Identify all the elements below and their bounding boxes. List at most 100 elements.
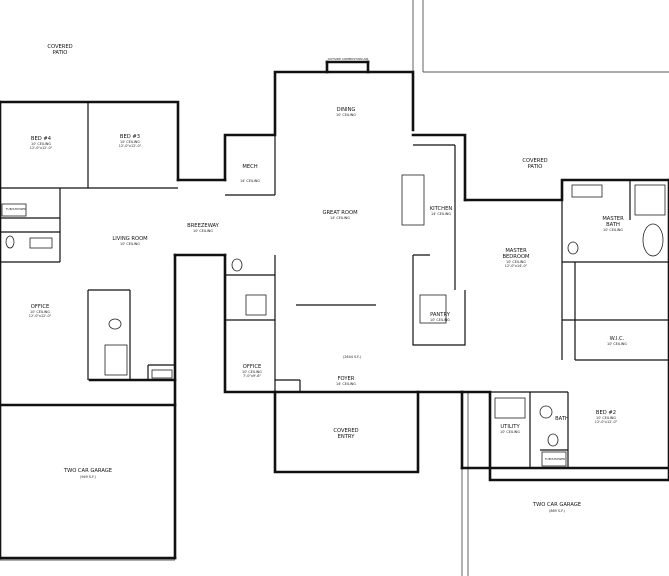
pantry-shelf xyxy=(419,294,447,324)
svg-text:COVERED: COVERED xyxy=(333,428,358,434)
vanity-left xyxy=(29,237,53,249)
svg-text:10' CEILING: 10' CEILING xyxy=(336,113,356,117)
toilet-center xyxy=(231,258,243,272)
svg-text:10' CEILING: 10' CEILING xyxy=(120,140,140,144)
great-room-label: GREAT ROOM 14' CEILING xyxy=(322,210,357,220)
svg-text:OFFICE: OFFICE xyxy=(31,304,49,310)
svg-text:BREEZEWAY: BREEZEWAY xyxy=(187,223,220,229)
svg-text:BED #4: BED #4 xyxy=(31,136,52,142)
svg-text:14' CEILING: 14' CEILING xyxy=(336,382,356,386)
outside-combustion-air-label: OUTSIDE COMBUSTION AIR xyxy=(328,57,369,61)
master-bath-label: MASTER BATH 10' CEILING xyxy=(602,216,624,232)
master-shower xyxy=(634,184,666,216)
tub-shower-left-label: TUB/SHOWER xyxy=(5,207,27,211)
svg-text:PATIO: PATIO xyxy=(528,164,543,170)
svg-text:MASTER: MASTER xyxy=(602,216,624,222)
svg-text:OUTSIDE COMBUSTION AIR: OUTSIDE COMBUSTION AIR xyxy=(328,57,369,61)
covered-patio-left-label: COVERED PATIO xyxy=(47,44,72,56)
svg-text:10' CEILING: 10' CEILING xyxy=(30,310,50,314)
pantry-label: PANTRY 10' CEILING xyxy=(430,312,451,322)
covered-patio-right-label: COVERED PATIO xyxy=(522,158,547,170)
svg-text:10' CEILING: 10' CEILING xyxy=(500,430,520,434)
svg-text:GREAT ROOM: GREAT ROOM xyxy=(322,210,357,216)
svg-text:MECH: MECH xyxy=(242,164,257,170)
svg-text:W.I.C.: W.I.C. xyxy=(610,336,625,342)
bath-label: BATH xyxy=(555,416,569,422)
svg-text:BEDROOM: BEDROOM xyxy=(502,254,529,260)
svg-text:PANTRY: PANTRY xyxy=(430,312,451,318)
svg-text:ENTRY: ENTRY xyxy=(338,434,356,440)
svg-text:12'-0"x14'-0": 12'-0"x14'-0" xyxy=(505,264,528,268)
svg-text:14' CEILING: 14' CEILING xyxy=(240,179,260,183)
svg-text:UTILITY: UTILITY xyxy=(500,424,520,430)
svg-text:BATH: BATH xyxy=(555,416,569,422)
fixtures xyxy=(1,174,666,467)
svg-text:BED #2: BED #2 xyxy=(596,410,616,416)
svg-text:PATIO: PATIO xyxy=(53,50,68,56)
interior-walls xyxy=(0,102,669,468)
area-note: (2644 S.F.) xyxy=(343,355,362,359)
svg-text:TUB/SHOWER: TUB/SHOWER xyxy=(5,207,27,211)
kitchen-island xyxy=(401,174,425,226)
svg-text:BED #3: BED #3 xyxy=(120,134,140,140)
svg-text:14' CEILING: 14' CEILING xyxy=(431,212,451,216)
svg-text:TWO CAR GARAGE: TWO CAR GARAGE xyxy=(63,468,112,474)
garage-right-label: TWO CAR GARAGE (869 S.F.) xyxy=(532,502,581,513)
mech-label: MECH 14' CEILING xyxy=(240,164,260,183)
toilet-left xyxy=(5,235,15,249)
svg-text:12'-0"x12'-0": 12'-0"x12'-0" xyxy=(30,146,53,150)
svg-text:COVERED: COVERED xyxy=(47,44,72,50)
shower-left xyxy=(104,344,128,376)
svg-text:BATH: BATH xyxy=(606,222,620,228)
utility-counter xyxy=(494,397,526,419)
tub-left xyxy=(1,203,27,217)
bed4-label: BED #4 10' CEILING 12'-0"x12'-0" xyxy=(30,136,53,150)
living-room-label: LIVING ROOM 10' CEILING xyxy=(112,236,147,246)
svg-text:14' CEILING: 14' CEILING xyxy=(330,216,350,220)
office-left-label: OFFICE 10' CEILING 12'-0"x12'-0" xyxy=(29,304,52,318)
svg-text:(869 S.F.): (869 S.F.) xyxy=(549,509,566,513)
utility-label: UTILITY 10' CEILING xyxy=(500,424,520,434)
laundry-left xyxy=(151,369,173,379)
svg-text:10' CEILING: 10' CEILING xyxy=(31,142,51,146)
breezeway-label: BREEZEWAY 10' CEILING xyxy=(187,223,220,233)
svg-text:10' CEILING: 10' CEILING xyxy=(603,228,623,232)
svg-text:TUB/SHOWER: TUB/SHOWER xyxy=(544,457,566,461)
bed2-label: BED #2 10' CEILING 12'-0"x12'-0" xyxy=(595,410,618,424)
svg-text:7'-0"x9'-6": 7'-0"x9'-6" xyxy=(243,374,262,378)
svg-text:TWO CAR GARAGE: TWO CAR GARAGE xyxy=(532,502,581,508)
svg-text:12'-0"x12'-0": 12'-0"x12'-0" xyxy=(595,420,618,424)
tub-shower-right-label: TUB/SHOWER xyxy=(544,457,566,461)
svg-text:LIVING ROOM: LIVING ROOM xyxy=(112,236,147,242)
svg-text:12'-0"x12'-0": 12'-0"x12'-0" xyxy=(29,314,52,318)
wic-label: W.I.C. 10' CEILING xyxy=(607,336,627,346)
sink-left xyxy=(108,318,122,330)
svg-text:10' CEILING: 10' CEILING xyxy=(596,416,616,420)
svg-text:COVERED: COVERED xyxy=(522,158,547,164)
bath-sink xyxy=(539,405,553,419)
svg-text:KITCHEN: KITCHEN xyxy=(430,206,453,212)
svg-text:10' CEILING: 10' CEILING xyxy=(607,342,627,346)
master-bedroom-label: MASTER BEDROOM 10' CEILING 12'-0"x14'-0" xyxy=(502,248,529,268)
dining-label: DINING 10' CEILING xyxy=(336,107,356,117)
master-toilet xyxy=(567,241,579,255)
garage-left-label: TWO CAR GARAGE (949 S.F.) xyxy=(63,468,112,479)
svg-text:12'-0"x12'-0": 12'-0"x12'-0" xyxy=(119,144,142,148)
covered-entry-label: COVERED ENTRY xyxy=(333,428,358,440)
foyer-label: FOYER 14' CEILING xyxy=(336,376,356,386)
svg-text:(2644 S.F.): (2644 S.F.) xyxy=(343,355,362,359)
svg-text:DINING: DINING xyxy=(337,107,356,113)
bath-toilet xyxy=(547,433,559,447)
office-center-label: OFFICE 10' CEILING 7'-0"x9'-6" xyxy=(242,364,262,378)
exterior-walls xyxy=(0,60,669,560)
svg-text:10' CEILING: 10' CEILING xyxy=(506,260,526,264)
master-tub xyxy=(642,223,664,257)
svg-text:10' CEILING: 10' CEILING xyxy=(430,318,450,322)
svg-text:10' CEILING: 10' CEILING xyxy=(193,229,213,233)
shower-center xyxy=(245,294,267,316)
kitchen-label: KITCHEN 14' CEILING xyxy=(430,206,453,216)
svg-text:10' CEILING: 10' CEILING xyxy=(120,242,140,246)
svg-text:(949 S.F.): (949 S.F.) xyxy=(80,475,97,479)
